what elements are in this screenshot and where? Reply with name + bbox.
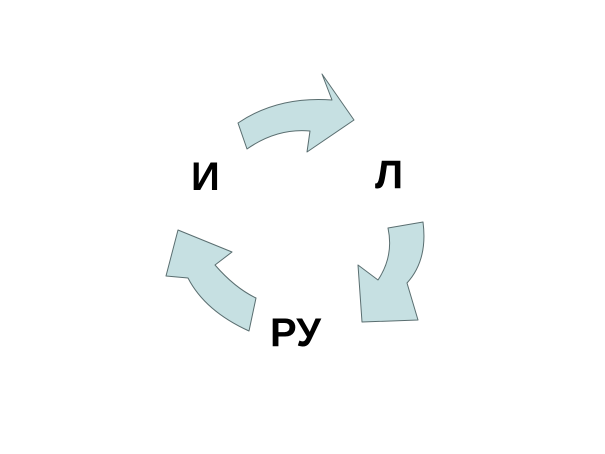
arrow-i-to-l	[237, 73, 355, 153]
node-label-ru: РУ	[270, 311, 322, 355]
arrow-ru-to-i	[165, 229, 257, 332]
node-label-i: И	[191, 155, 220, 199]
node-label-l: Л	[375, 153, 404, 197]
arrow-l-to-ru	[357, 221, 425, 323]
